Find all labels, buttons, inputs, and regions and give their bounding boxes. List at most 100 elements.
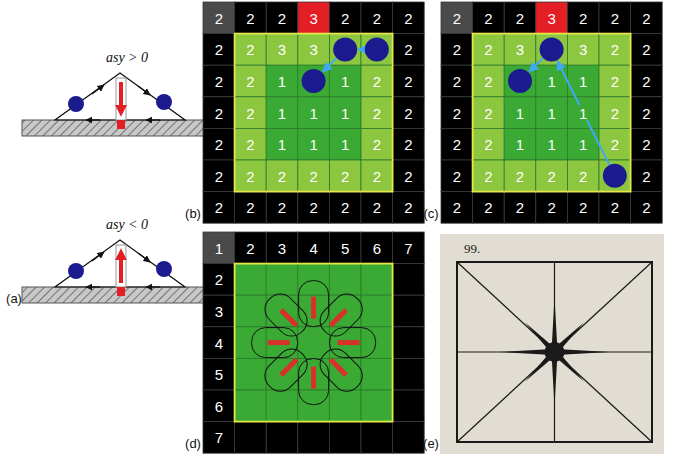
grid-cell <box>631 65 663 97</box>
cell-number: 1 <box>578 137 588 152</box>
grid-cell <box>266 97 298 129</box>
grid-cell <box>329 232 361 264</box>
cell-number: 2 <box>214 200 224 215</box>
flow-arrow <box>146 119 160 120</box>
grid-cell <box>329 295 361 327</box>
grid-cell <box>203 65 235 97</box>
cell-number: 1 <box>546 137 556 152</box>
cell-number: 1 <box>578 74 588 89</box>
triangle-lower <box>22 240 212 303</box>
grid-cell <box>203 97 235 129</box>
cell-number: 2 <box>452 168 462 183</box>
cell-number: 2 <box>340 168 350 183</box>
cell-number: 2 <box>340 200 350 215</box>
cell-number: 2 <box>308 200 318 215</box>
diagonal-line <box>457 262 652 442</box>
grid-cell <box>536 2 568 34</box>
cell-number: 2 <box>452 74 462 89</box>
grid-cell <box>266 2 298 34</box>
grid-cell <box>298 264 330 296</box>
cell-number: 2 <box>403 168 413 183</box>
cell-number: 3 <box>308 10 318 25</box>
loop-outline <box>299 281 329 327</box>
cell-number: 2 <box>245 137 255 152</box>
cell-number: 1 <box>340 74 350 89</box>
cell-number: 1 <box>515 137 525 152</box>
flow-loop <box>314 343 368 397</box>
cell-number: 2 <box>372 168 382 183</box>
flow-arrow <box>92 252 104 261</box>
cell-number: 2 <box>452 42 462 57</box>
grid-cell <box>567 2 599 34</box>
flow-arrow <box>138 86 150 95</box>
loop-outline <box>252 328 298 358</box>
photo-panel <box>440 234 664 454</box>
flow-loop <box>259 343 313 397</box>
grid-cell <box>361 97 393 129</box>
grid-cell <box>235 160 267 192</box>
cell-number: 2 <box>483 137 493 152</box>
grid-cell <box>361 264 393 296</box>
move-arrow <box>557 61 609 165</box>
grid-cell <box>235 422 267 454</box>
grid-cell <box>235 128 267 160</box>
grid-cell <box>203 358 235 390</box>
cell-number: 2 <box>641 105 651 120</box>
star-shape <box>500 297 610 407</box>
flow-loop <box>299 281 329 327</box>
grid-cell <box>266 65 298 97</box>
axis-number: 5 <box>340 240 350 255</box>
square-outline <box>457 262 652 442</box>
grid-cell <box>361 2 393 34</box>
triangle-upper <box>22 73 212 136</box>
cell-number: 2 <box>578 10 588 25</box>
grid-cell <box>266 358 298 390</box>
cell-number: 3 <box>578 42 588 57</box>
grid-cell <box>393 422 425 454</box>
move-arrow <box>529 58 543 72</box>
flow-arrow <box>92 85 104 94</box>
cell-number: 2 <box>214 10 224 25</box>
grid-cell <box>298 160 330 192</box>
blue-particle <box>68 96 84 112</box>
grid-cell <box>298 34 330 66</box>
grid-cell <box>567 97 599 129</box>
cell-number: 2 <box>610 200 620 215</box>
grid-cell <box>536 128 568 160</box>
grid-cell <box>329 65 361 97</box>
cell-number: 1 <box>578 105 588 120</box>
blue-particle <box>68 263 84 279</box>
cell-number: 2 <box>546 168 556 183</box>
blue-particle <box>603 164 627 188</box>
channel <box>116 78 126 120</box>
cell-number: 2 <box>277 168 287 183</box>
grid-cell <box>235 295 267 327</box>
cell-number: 2 <box>641 200 651 215</box>
grid-cell <box>393 97 425 129</box>
grid-cell <box>536 97 568 129</box>
region-border <box>473 34 631 192</box>
cell-number: 2 <box>214 74 224 89</box>
grid-cell <box>361 295 393 327</box>
grid-cell <box>441 97 473 129</box>
star-center <box>545 342 565 362</box>
cell-number: 3 <box>515 42 525 57</box>
grid-cell <box>599 34 631 66</box>
panel-label: (b) <box>185 207 201 220</box>
axis-number: 6 <box>372 240 382 255</box>
grid-cell <box>235 264 267 296</box>
ground-hatch <box>22 120 212 136</box>
grid-cell <box>361 34 393 66</box>
axis-number: 3 <box>277 240 287 255</box>
grid-cell <box>599 65 631 97</box>
cell-number: 2 <box>372 105 382 120</box>
blue-particle <box>156 94 172 110</box>
flow-loop <box>299 359 329 405</box>
grid-cell <box>266 295 298 327</box>
cell-number: 2 <box>610 42 620 57</box>
cell-number: 1 <box>515 105 525 120</box>
grid-cell <box>235 2 267 34</box>
cell-number: 2 <box>483 10 493 25</box>
grid-cell <box>441 128 473 160</box>
cell-number: 2 <box>610 105 620 120</box>
